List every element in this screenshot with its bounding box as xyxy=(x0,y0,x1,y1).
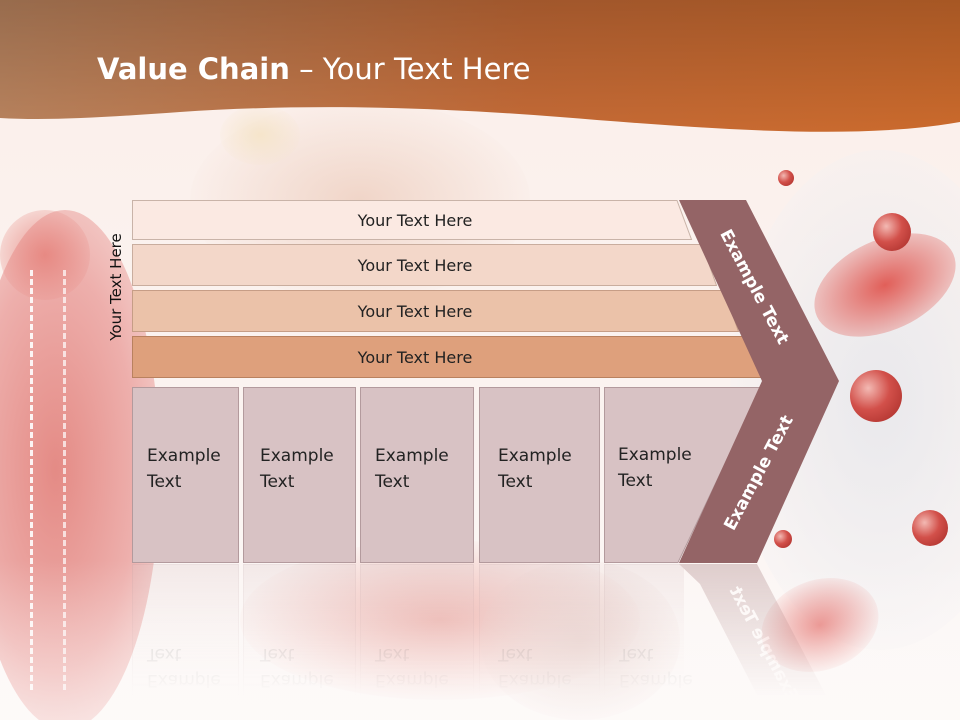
box-1-line1: Example xyxy=(147,446,221,466)
banner-1: Your Text Here xyxy=(132,200,693,240)
box-4-line2: Text xyxy=(498,472,533,492)
box-2-line1: Example xyxy=(260,446,334,466)
banner-3: Your Text Here xyxy=(132,290,740,332)
background-fade xyxy=(0,560,960,720)
banner-4: Your Text Here xyxy=(132,336,763,378)
example-box-1: Example Text xyxy=(132,387,239,563)
box-5-line2: Text xyxy=(618,471,653,491)
box-5-line1: Example xyxy=(618,445,692,465)
header-wave-shape xyxy=(0,0,960,132)
banner-2-label: Your Text Here xyxy=(357,255,473,275)
ornament-icon xyxy=(850,370,902,422)
title-rest: – Your Text Here xyxy=(289,52,531,86)
banner-3-label: Your Text Here xyxy=(357,301,473,321)
example-box-2: Example Text xyxy=(243,387,356,563)
ornament-icon xyxy=(774,530,792,548)
example-box-3: Example Text xyxy=(360,387,474,563)
banner-1-label: Your Text Here xyxy=(357,210,473,230)
box-2-line2: Text xyxy=(260,472,295,492)
ornament-icon xyxy=(912,510,948,546)
banner-2: Your Text Here xyxy=(132,244,718,286)
box-3-line2: Text xyxy=(375,472,410,492)
ornament-icon xyxy=(778,170,794,186)
example-box-5: Example Text xyxy=(604,387,762,563)
box-3-line1: Example xyxy=(375,446,449,466)
page-title: Value Chain – Your Text Here xyxy=(97,52,531,86)
header-band: Value Chain – Your Text Here xyxy=(0,0,960,140)
banner-4-label: Your Text Here xyxy=(357,347,473,367)
side-label: Your Text Here xyxy=(107,233,125,341)
example-box-4: Example Text xyxy=(479,387,600,563)
sack-top-image xyxy=(0,210,90,300)
title-bold: Value Chain xyxy=(97,52,290,86)
box-4-line1: Example xyxy=(498,446,572,466)
box-1-line2: Text xyxy=(147,472,182,492)
rope-image xyxy=(30,270,66,690)
ornament-icon xyxy=(873,213,911,251)
hair-image xyxy=(220,105,300,165)
